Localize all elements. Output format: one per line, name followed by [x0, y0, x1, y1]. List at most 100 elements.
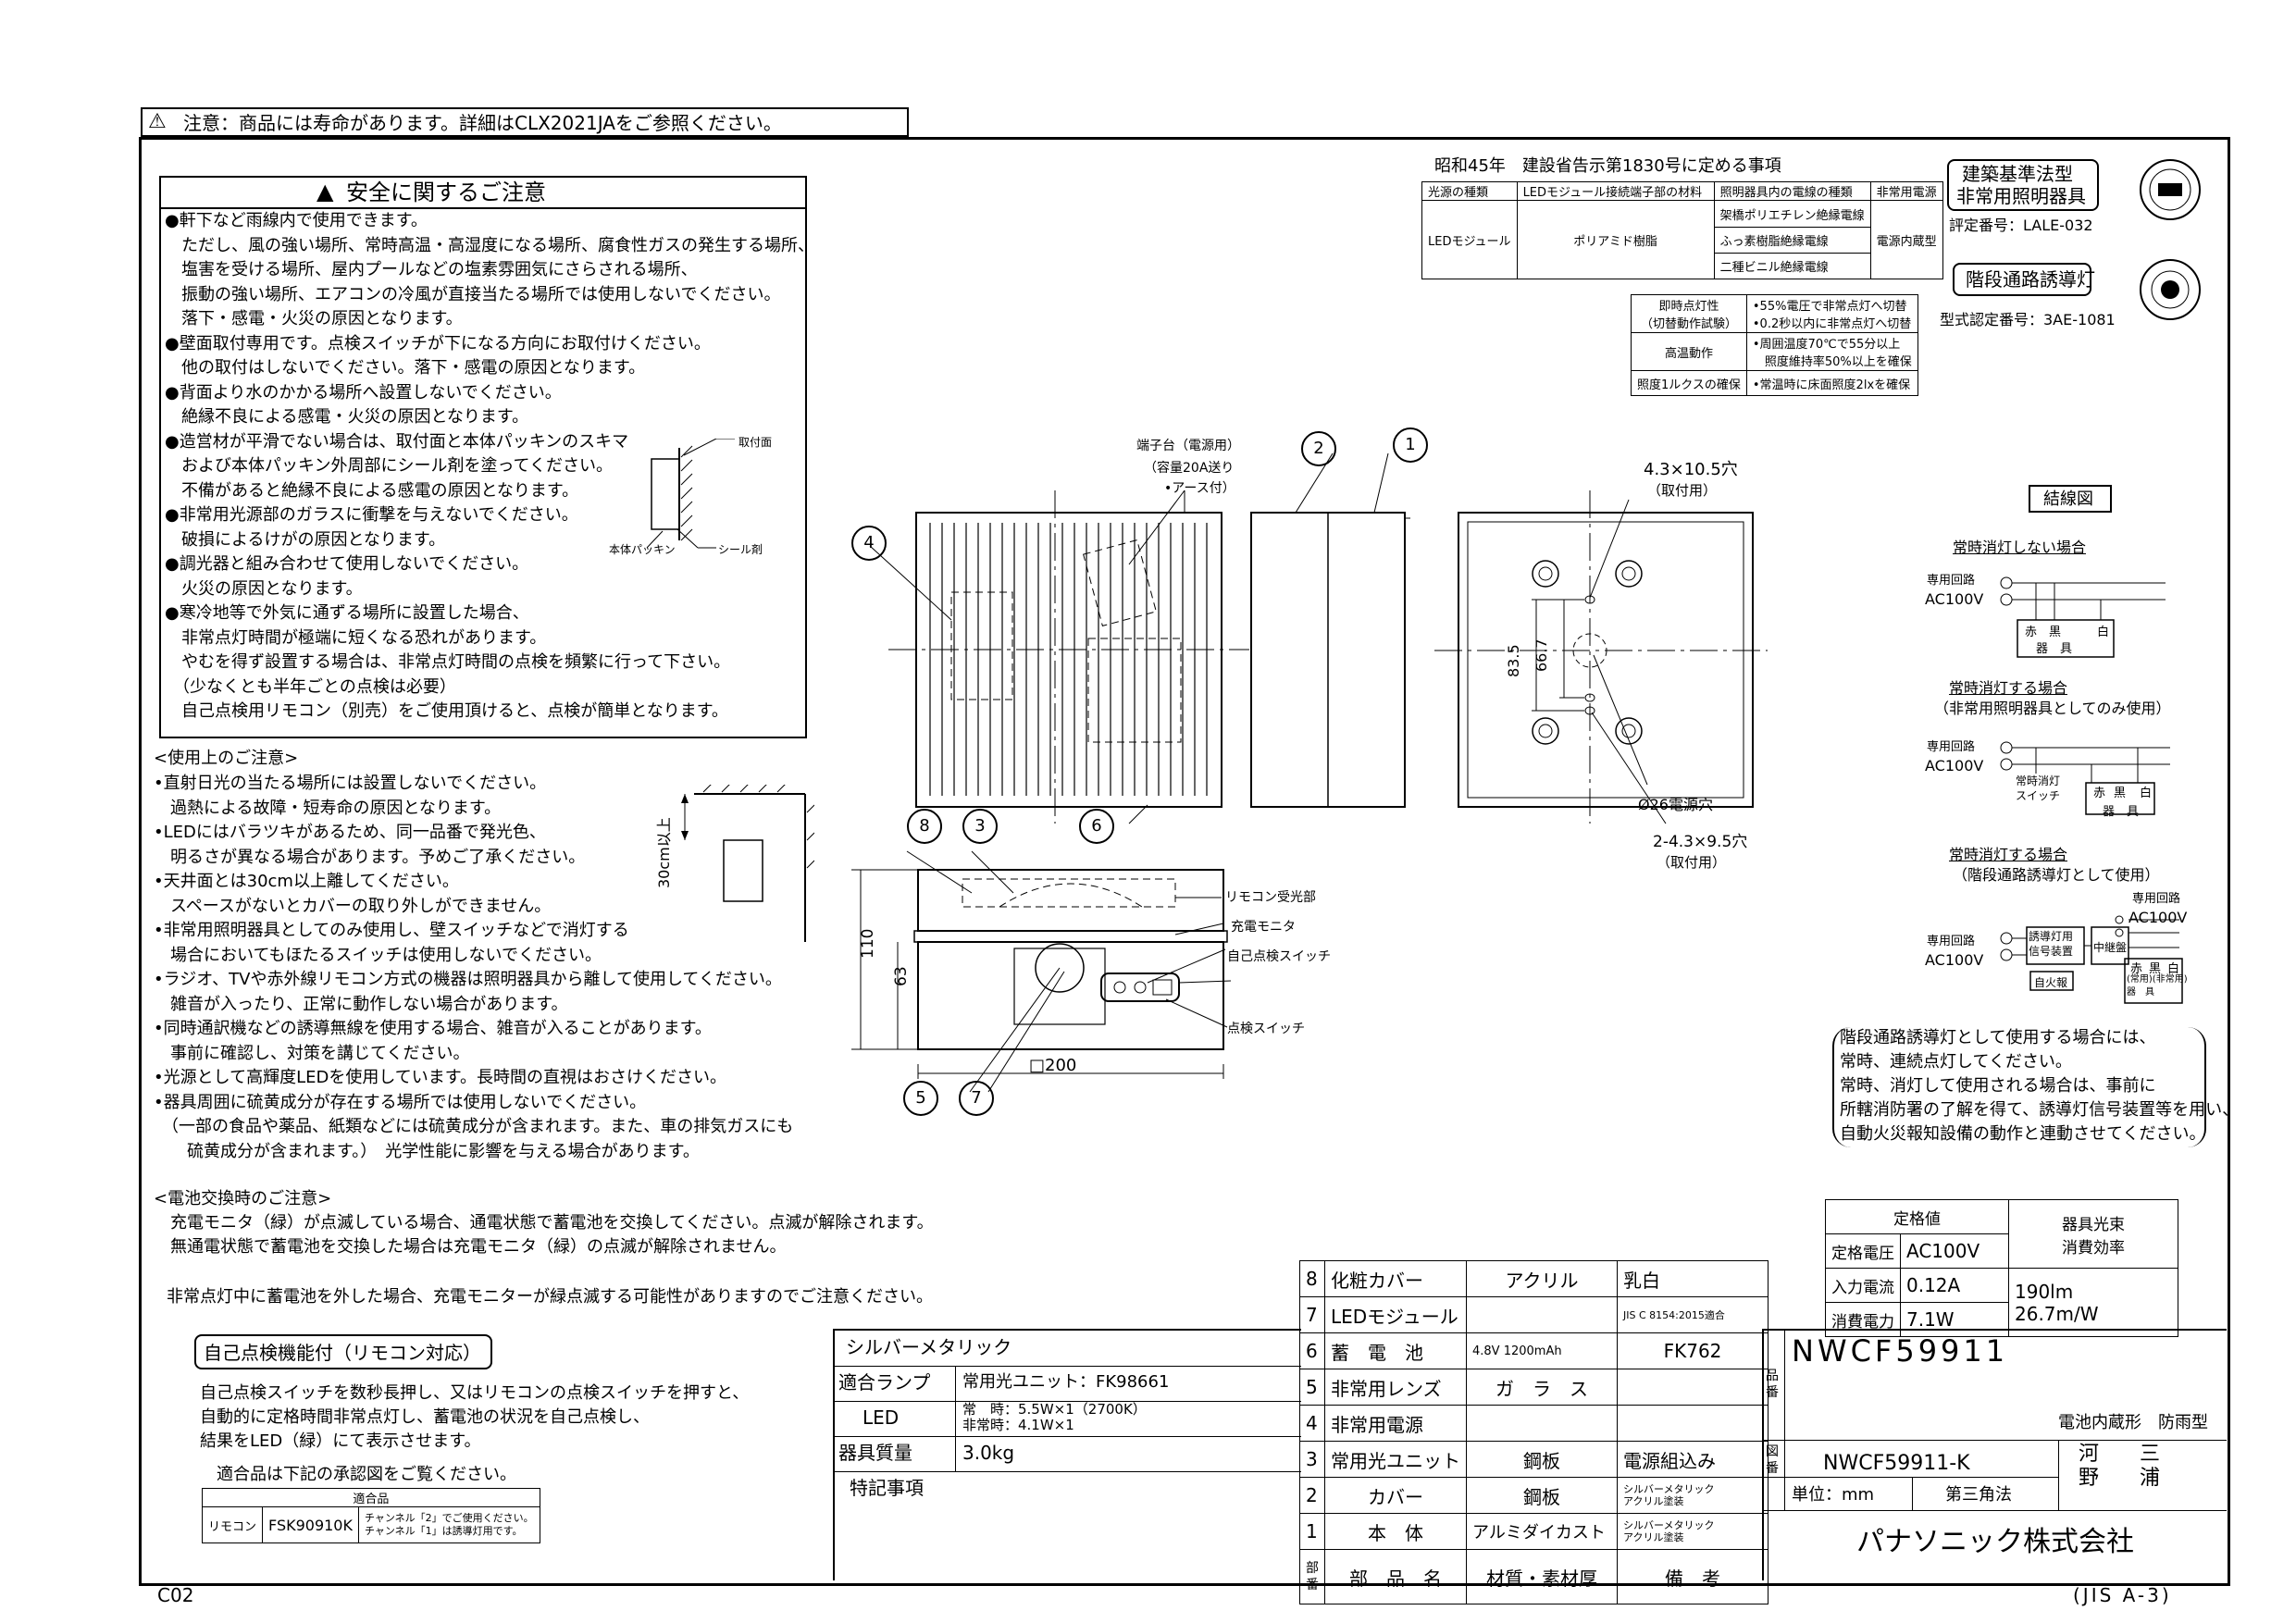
stair-note-line: 階段通路誘導灯として使用する場合には、: [1840, 1028, 2156, 1047]
safety-line: やむを得ず設置する場合は、非常点灯時間の点検を頻繁に行って下さい。: [165, 652, 731, 672]
usage-line: 雑音が入ったり、正常に動作しない場合があります。: [154, 994, 568, 1014]
wiring-ac: AC100V: [2128, 909, 2188, 926]
self-check-line: 自動的に定格時間非常点灯し、蓄電池の状況を自己点検し、: [200, 1407, 650, 1427]
reg-header: 非常用電源: [1869, 181, 1943, 201]
charge-monitor-label: 充電モニタ: [1231, 920, 1296, 935]
balloon-number: 1: [1405, 435, 1416, 454]
balloon-number: 8: [919, 816, 930, 836]
signal-label: 誘導灯用 信号装置: [2029, 930, 2074, 958]
reg-wires: 架橋ポリエチレン絶縁電線 ふっ素樹脂絶縁電線 二種ビニル絶縁電線: [1713, 200, 1871, 279]
wiring-circuit: 専用回路: [1927, 574, 1976, 588]
safety-line: ●壁面取付専用です。点検スイッチが下になる方向にお取付けください。: [165, 333, 711, 353]
spec-led-line: 非常時：4.1W×1: [962, 1417, 1074, 1433]
fixture-label: 器 具: [2103, 805, 2140, 819]
reg-wire: ふっ素樹脂絶縁電線: [1714, 228, 1870, 254]
relay-label: 中継盤: [2093, 941, 2128, 954]
company-name: パナソニック株式会社: [1856, 1526, 2134, 1558]
reg-header: 光源の種類: [1421, 181, 1518, 201]
bom-row: 1 本 体 アルミダイカスト シルバーメタリック アクリル塗装: [1299, 1513, 1769, 1550]
wiring-case3: 常時消灯する場合: [1949, 846, 2068, 863]
bom-material: アルミダイカスト: [1466, 1513, 1618, 1550]
bom-no: 1: [1299, 1513, 1325, 1550]
usage-line: •光源として高輝度LEDを使用しています。長時間の直視はおさけください。: [154, 1068, 726, 1087]
wiring-title-box: 結線図: [2029, 485, 2112, 513]
emergency-cert-no: 評定番号：LALE-032: [1949, 217, 2093, 234]
perf-value: •常温時に床面照度2lxを確保: [1745, 370, 1918, 396]
bom-no: 6: [1299, 1332, 1325, 1369]
bom-remark: JIS C 8154:2015適合: [1617, 1296, 1769, 1333]
spec-notes-label: 特記事項: [850, 1477, 924, 1499]
stair-title: 階段通路誘導灯: [1966, 268, 2095, 291]
safety-line: ●寒冷地等で外気に通ずる場所に設置した場合、: [165, 603, 529, 623]
warning-triangle-icon: ▲: [316, 179, 334, 204]
wiring-title: 結線図: [2043, 489, 2093, 509]
bom-remark: FK762: [1617, 1332, 1769, 1369]
battery-line: 充電モニタ（緑）が点滅している場合、通電状態で蓄電池を交換してください。点滅が解…: [154, 1213, 934, 1233]
voltage-value: AC100V: [1900, 1233, 2009, 1269]
bom-header-remark: 備 考: [1617, 1549, 1769, 1604]
model-row: 品番 NWCF59911 電池内蔵形 防雨型: [1764, 1331, 2227, 1441]
usage-line: •直射日光の当たる場所には設置しないでください。: [154, 774, 547, 793]
self-check-switch-label: 自己点検スイッチ: [1227, 949, 1331, 964]
drawing-number: NWCF59911-K: [1823, 1452, 1970, 1475]
wiring-case2: 常時消灯する場合: [1949, 679, 2068, 697]
reg-terminal-material: ポリアミド樹脂: [1516, 200, 1715, 279]
battery-note: 非常点灯中に蓄電池を外した場合、充電モニターが緑点滅する可能性がありますのでご注…: [167, 1287, 933, 1307]
terminal-label: 端子台（電源用）: [1136, 439, 1240, 453]
ratings-title: 定格値: [1825, 1199, 2009, 1234]
packing-label: 本体パッキン: [609, 543, 676, 556]
fixture2-label: (常用)(非常用) 器 具: [2127, 974, 2188, 997]
safety-box: ▲ 安全に関するご注意 ●軒下など雨線内で使用できます。 ただし、風の強い場所、…: [159, 176, 814, 738]
fixture-label: 器 具: [2036, 642, 2073, 656]
wire-red: 赤: [2130, 962, 2143, 976]
safety-line: 不備があると絶縁不良による感電の原因となります。: [165, 480, 579, 501]
usage-line: 事前に確認し、対策を講じてください。: [154, 1043, 470, 1063]
spec-mass: 3.0kg: [962, 1442, 1015, 1464]
footer-left: C02: [157, 1584, 194, 1606]
bom-remark: 電源組込み: [1617, 1441, 1769, 1478]
wiring-circuit: 専用回路: [1927, 935, 1976, 948]
part-balloon-6: 6: [1079, 809, 1114, 844]
efficacy-value: 26.7m/W: [2015, 1302, 2099, 1325]
safety-line: 火災の原因となります。: [165, 578, 363, 599]
bom-remark: 乳白: [1617, 1260, 1769, 1297]
stair-cert-no: 型式認定番号：3AE-1081: [1940, 311, 2116, 328]
stair-note: 階段通路誘導灯として使用する場合には、 常時、連続点灯してください。 常時、消灯…: [1832, 1027, 2239, 1147]
model-type: 電池内蔵形 防雨型: [2058, 1413, 2208, 1432]
self-check-line: 自己点検スイッチを数秒長押し、又はリモコンの点検スイッチを押すと、: [200, 1383, 750, 1403]
reg-light-source: LEDモジュール: [1421, 200, 1518, 279]
ratings-table: 定格値 器具光束 消費効率 定格電圧 AC100V 入力電流 0.12A 190…: [1825, 1199, 2178, 1337]
usage-line: 硫黄成分が含まれます。） 光学性能に影響を与える場合があります。: [154, 1141, 700, 1161]
stair-cert-seal-icon: [2140, 259, 2201, 320]
spec-led-row: LED 常 時：5.5W×1（2700K） 非常時：4.1W×1: [835, 1401, 1301, 1437]
bom-header-row: 部番 部 品 名 材質・素材厚 備 考: [1299, 1549, 1769, 1604]
part-balloon-5: 5: [903, 1081, 938, 1116]
reg-header: 照明器具内の電線の種類: [1713, 181, 1871, 201]
hole2-label: 2-4.3×9.5穴: [1653, 833, 1748, 851]
usage-line: •天井面とは30cm以上離してください。: [154, 872, 459, 891]
hole1-sub: （取付用）: [1647, 482, 1718, 499]
stair-note-line: 自動火災報知設備の動作と連動させてください。: [1840, 1124, 2206, 1144]
emergency-title1: 建築基準法型: [1962, 163, 2073, 185]
spec-mass-row: 器具質量 3.0kg: [835, 1436, 1301, 1472]
unit-label: 単位：mm: [1792, 1485, 1875, 1505]
bom-name: LEDモジュール: [1324, 1296, 1467, 1333]
packing-figure: [646, 439, 735, 549]
remote-model: FSK90910K: [262, 1506, 359, 1543]
wiring-case1-lines: [2000, 576, 2166, 658]
bom-material: 4.8V 1200mAh: [1466, 1332, 1618, 1369]
bom-row: 2 カバー 鋼板 シルバーメタリック アクリル塗装: [1299, 1477, 1769, 1514]
spec-finish: シルバーメタリック: [846, 1336, 1012, 1358]
safety-lines: ●軒下など雨線内で使用できます。 ただし、風の強い場所、常時高温・高湿度になる場…: [165, 209, 814, 725]
safety-line: ●軒下など雨線内で使用できます。: [165, 211, 428, 230]
wiring-circuit: 専用回路: [1927, 740, 1976, 754]
bom-no: 7: [1299, 1296, 1325, 1333]
perf-label: 即時点灯性 （切替動作試験）: [1631, 294, 1747, 333]
header-notice: 注意：商品には寿命があります。詳細はCLX2021JAをご参照ください。: [183, 112, 782, 134]
spec-block: シルバーメタリック 適合ランプ 常用光ユニット：FK98661 LED 常 時：…: [833, 1329, 1301, 1580]
front-view: [888, 490, 1249, 824]
power-label: 消費電力: [1825, 1302, 1901, 1337]
wire-black: 黒: [2049, 626, 2062, 639]
bom-no: 8: [1299, 1260, 1325, 1297]
stair-note-line: 常時、消灯して使用される場合は、事前に: [1840, 1076, 2156, 1096]
